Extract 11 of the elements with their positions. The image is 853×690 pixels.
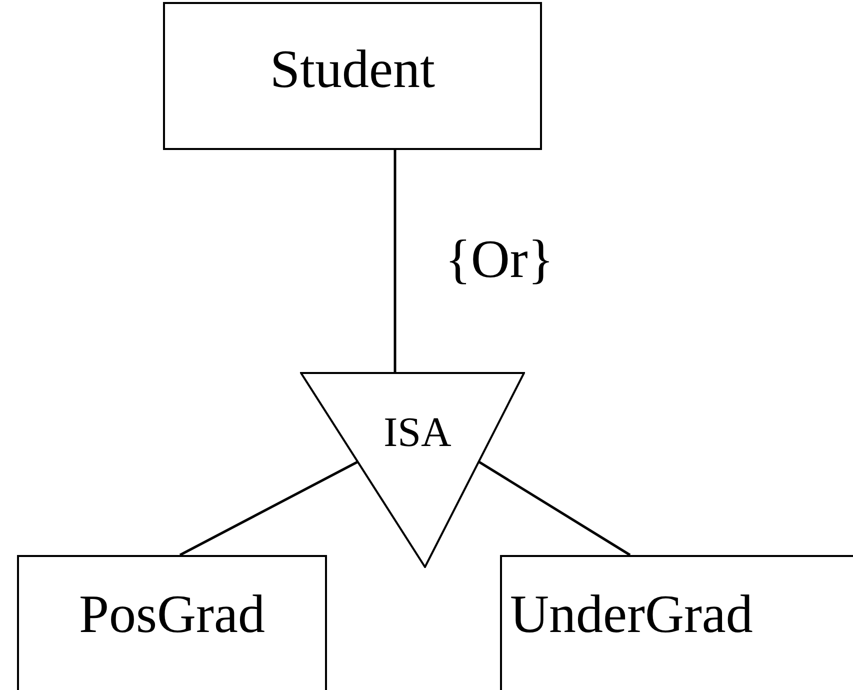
node-label: PosGrad [79,587,265,641]
entity-box [163,2,542,150]
node-label: Student [270,42,435,96]
entity-box [17,555,327,690]
connector-line [179,460,358,556]
connector-line [394,150,396,372]
node-label: UnderGrad [510,587,753,641]
connector-line [478,460,631,556]
node-label: ISA [384,412,452,454]
isa-triangle [300,372,525,568]
entity-box [500,555,853,690]
